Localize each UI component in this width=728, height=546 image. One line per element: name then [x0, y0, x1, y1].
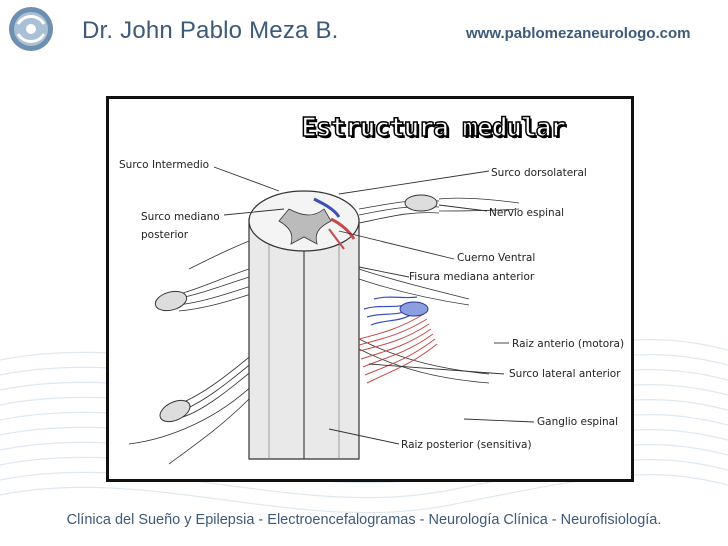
website-link[interactable]: www.pablomezaneurologo.com	[466, 25, 691, 42]
author-name: Dr. John Pablo Meza B.	[82, 17, 339, 44]
label-raiz-posterior: Raiz posterior (sensitiva)	[401, 439, 532, 451]
footer-services: Clínica del Sueño y Epilepsia - Electroe…	[66, 512, 662, 528]
label-surco-lateral: Surco lateral anterior	[509, 368, 621, 380]
label-surco-mediano: Surco mediano	[141, 211, 220, 223]
label-surco-mediano-posterior: posterior	[141, 229, 189, 241]
label-ganglio-espinal: Ganglio espinal	[537, 416, 619, 428]
label-raiz-anterior: Raiz anterio (motora)	[512, 338, 625, 350]
label-cuerno-ventral: Cuerno Ventral	[457, 252, 536, 264]
label-surco-intermedio: Surco Intermedio	[119, 159, 210, 171]
label-surco-dorsolateral: Surco dorsolateral	[491, 167, 587, 179]
diagram-title: Estructura medular	[300, 112, 566, 144]
spinal-cord-diagram: Estructura medular Surco Intermedio Surc…	[106, 96, 634, 482]
label-nervio-espinal: Nervio espinal	[489, 207, 565, 219]
brand-logo-icon	[9, 7, 53, 51]
label-fisura-mediana: Fisura mediana anterior	[409, 271, 535, 283]
spinal-cord-illustration	[128, 166, 535, 465]
header: Dr. John Pablo Meza B. www.pablomezaneur…	[0, 0, 728, 70]
